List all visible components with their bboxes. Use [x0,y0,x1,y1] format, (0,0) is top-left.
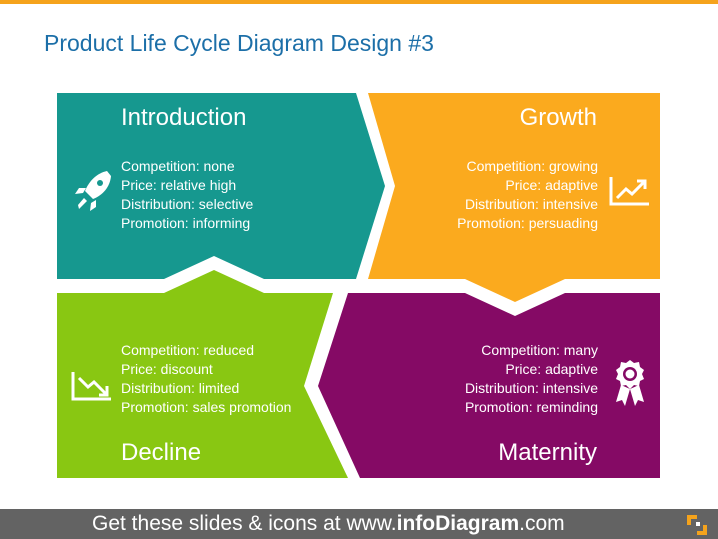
introduction-competition: Competition: none [121,158,235,174]
maturity-shape [318,293,660,478]
maturity-promotion: Promotion: reminding [464,399,598,415]
footer-bar: Get these slides & icons at www.infoDiag… [0,509,718,539]
decline-shape [57,270,348,478]
growth-competition: Competition: growing [466,158,598,174]
introduction-price: Price: relative high [121,177,237,193]
footer-text: Get these slides & icons at www.infoDiag… [92,512,565,536]
footer-suffix: .com [519,512,565,535]
growth-shape [368,93,660,302]
rocket-icon [75,171,111,211]
growth-properties: Competition: growing Price: adaptive Dis… [457,157,598,233]
decline-title: Decline [121,439,202,466]
introduction-distribution: Distribution: selective [121,196,254,212]
introduction-shape [57,93,385,279]
trend-down-icon [71,372,111,401]
infodiagram-logo-icon [687,515,707,535]
decline-properties: Competition: reduced Price: discount Dis… [121,341,291,417]
maturity-distribution: Distribution: intensive [464,380,598,396]
slide-title: Product Life Cycle Diagram Design #3 [44,30,434,56]
growth-distribution: Distribution: intensive [464,196,598,212]
growth-title: Growth [519,104,597,131]
decline-promotion: Promotion: sales promotion [121,399,292,415]
maturity-title: Maternity [498,439,597,466]
introduction-properties: Competition: none Price: relative high D… [121,157,253,233]
trend-up-icon [609,177,649,206]
decline-distribution: Distribution: limited [121,380,240,396]
maturity-price: Price: adaptive [505,361,598,377]
decline-competition: Competition: reduced [121,342,255,358]
growth-promotion: Promotion: persuading [457,215,598,231]
award-ribbon-icon [616,360,644,406]
maturity-properties: Competition: many Price: adaptive Distri… [465,341,598,417]
footer-prefix: Get these slides & icons at www. [92,512,397,535]
introduction-promotion: Promotion: informing [121,215,251,231]
footer-brand: infoDiagram [396,512,520,535]
maturity-competition: Competition: many [481,342,598,358]
introduction-title: Introduction [121,104,247,131]
growth-price: Price: adaptive [505,177,598,193]
decline-price: Price: discount [121,361,213,377]
top-accent-bar [0,0,718,4]
